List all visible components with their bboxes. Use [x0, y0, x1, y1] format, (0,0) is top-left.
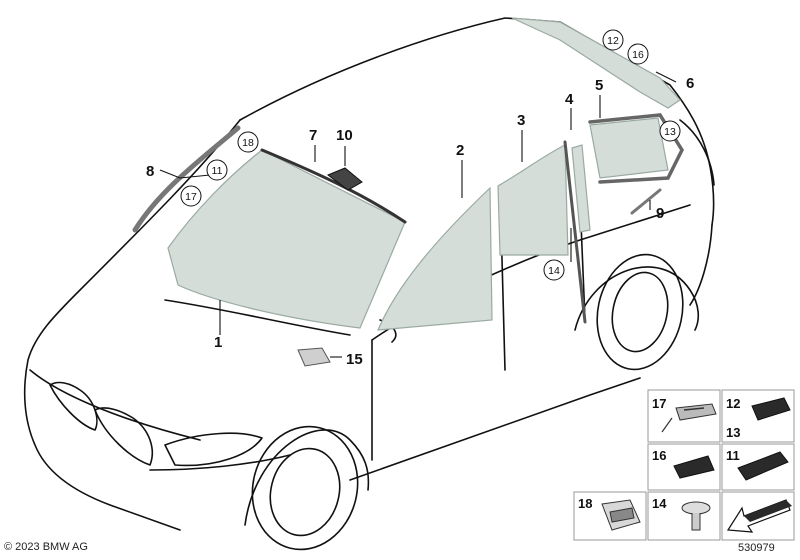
front-door-window-glass[interactable] — [377, 186, 493, 331]
clip-part-icon — [661, 403, 717, 433]
callout-8: 8 — [146, 163, 154, 180]
callouts: 1 2 3 4 5 6 7 8 9 10 15 — [146, 75, 694, 368]
circled-callouts: 18 11 17 12 16 13 14 — [180, 29, 681, 281]
diagram-reference-number: 530979 — [738, 542, 775, 554]
bracket-18-icon — [601, 499, 641, 531]
svg-text:17: 17 — [185, 191, 197, 203]
callout-9: 9 — [656, 205, 664, 222]
circled-callout-16: 16 — [627, 43, 649, 65]
copyright-text: © 2023 BMW AG — [4, 541, 88, 553]
circled-callout-17: 17 — [180, 185, 202, 207]
legend-number-18: 18 — [578, 496, 592, 511]
windscreen-glass[interactable] — [167, 149, 406, 329]
rear-vent-glass[interactable] — [571, 144, 591, 233]
callout-5: 5 — [595, 77, 603, 94]
glass-panes — [167, 17, 681, 331]
sensor-parts — [297, 167, 363, 367]
circled-callout-11: 11 — [206, 159, 228, 181]
rear-side-trim[interactable] — [630, 188, 662, 215]
windscreen-cover-strip[interactable] — [260, 148, 407, 224]
callout-6: 6 — [686, 75, 694, 92]
callout-1: 1 — [214, 334, 222, 351]
callout-2: 2 — [456, 142, 464, 159]
legend-number-14: 14 — [652, 496, 667, 511]
screw-14-icon — [681, 501, 711, 531]
svg-text:18: 18 — [242, 137, 254, 149]
callout-7: 7 — [309, 127, 317, 144]
trim-parts — [132, 113, 685, 324]
rear-side-window-seal[interactable] — [588, 113, 685, 184]
rain-light-sensor[interactable] — [326, 167, 363, 191]
svg-text:14: 14 — [548, 265, 560, 277]
circled-callout-13: 13 — [659, 120, 681, 142]
svg-text:11: 11 — [212, 165, 223, 177]
rear-side-window-glass[interactable] — [589, 117, 669, 179]
legend-number-16: 16 — [652, 448, 666, 463]
callout-3: 3 — [517, 112, 525, 129]
rear-door-window-glass[interactable] — [497, 144, 569, 256]
direction-arrow-icon — [726, 499, 792, 533]
callout-15: 15 — [346, 351, 363, 368]
foam-block-icon — [751, 397, 791, 421]
legend-number-13: 13 — [726, 425, 740, 440]
leader-lines — [159, 71, 677, 358]
parts-legend: 17 12 13 16 11 18 14 — [573, 389, 795, 541]
legend-number-12: 12 — [726, 396, 740, 411]
rear-windscreen-glass[interactable] — [511, 17, 681, 109]
circled-callout-12: 12 — [602, 29, 624, 51]
circled-callout-14: 14 — [543, 259, 565, 281]
legend-number-17: 17 — [652, 396, 666, 411]
svg-text:13: 13 — [664, 126, 676, 138]
svg-text:16: 16 — [632, 49, 644, 61]
circled-callout-18: 18 — [237, 131, 259, 153]
strip-11-icon — [737, 451, 789, 481]
callout-10: 10 — [336, 127, 353, 144]
legend-cell-14[interactable] — [647, 491, 721, 541]
a-pillar-trim[interactable] — [132, 125, 241, 233]
svg-text:12: 12 — [607, 35, 619, 47]
rear-door-frame-seal[interactable] — [563, 140, 587, 324]
legend-number-11: 11 — [726, 448, 740, 463]
camera-bracket[interactable] — [297, 347, 331, 367]
callout-4: 4 — [565, 91, 574, 108]
pad-16-icon — [673, 455, 715, 479]
